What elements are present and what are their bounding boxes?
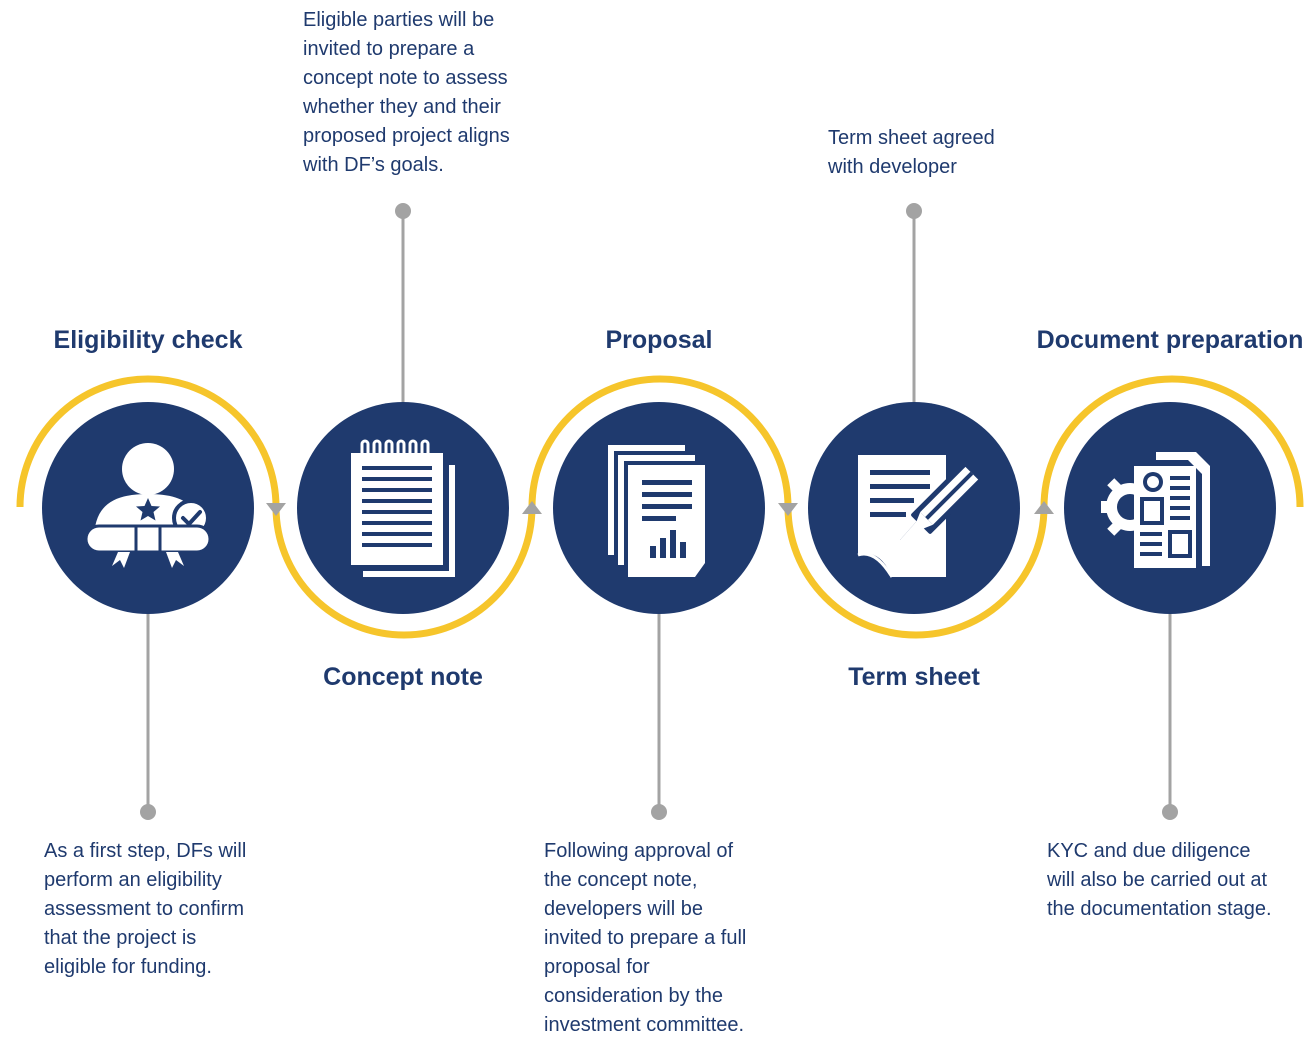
contract-signing-icon xyxy=(857,455,985,578)
connector-dot xyxy=(651,804,667,820)
flow-arcs xyxy=(16,375,1304,639)
step-title-document-preparation: Document preparation xyxy=(1036,326,1304,354)
description-line: developers will be xyxy=(544,898,703,920)
step-title-proposal: Proposal xyxy=(605,326,713,354)
step-title-concept-note: Concept note xyxy=(323,663,483,691)
notepad-icon xyxy=(351,439,455,577)
description-line: concept note to assess xyxy=(303,67,508,89)
arc-document-preparation xyxy=(1040,375,1304,508)
step-description-proposal: Following approval of the concept note, … xyxy=(544,837,746,1040)
description-line: Eligible parties will be xyxy=(303,9,495,31)
description-line: proposal for xyxy=(544,956,650,978)
document-gear-icon xyxy=(1101,452,1210,572)
arc-proposal xyxy=(528,375,792,508)
step-description-concept-note: Eligible parties will be invited to prep… xyxy=(303,6,510,180)
description-line: invited to prepare a xyxy=(303,38,475,60)
description-line: perform an eligibility xyxy=(44,869,222,891)
description-line: Following approval of xyxy=(544,840,733,862)
arrow-down-icon xyxy=(266,503,286,516)
connector-dot xyxy=(1162,804,1178,820)
description-line: KYC and due diligence xyxy=(1047,840,1251,862)
arrow-up-icon xyxy=(522,501,542,514)
arc-term-sheet xyxy=(784,506,1048,639)
step-description-eligibility-check: As a first step, DFs will perform an eli… xyxy=(44,837,246,982)
report-chart-icon xyxy=(608,445,705,577)
connector-dot xyxy=(140,804,156,820)
connector-dot xyxy=(906,203,922,219)
description-line: invited to prepare a full xyxy=(544,927,747,949)
connector-dot xyxy=(395,203,411,219)
description-line: that the project is xyxy=(44,927,197,949)
arrow-down-icon xyxy=(778,503,798,516)
description-line: As a first step, DFs will xyxy=(44,840,247,862)
description-line: consideration by the xyxy=(544,985,724,1007)
description-line: the documentation stage. xyxy=(1047,898,1272,920)
arc-eligibility-check xyxy=(16,375,280,508)
description-line: investment committee. xyxy=(544,1014,745,1036)
description-line: proposed project aligns xyxy=(303,125,510,147)
arrow-up-icon xyxy=(1034,501,1054,514)
description-line: with DF’s goals. xyxy=(303,154,444,176)
step-description-term-sheet: Term sheet agreed with developer xyxy=(828,124,995,182)
description-line: eligible for funding. xyxy=(44,956,212,978)
step-title-term-sheet: Term sheet xyxy=(848,663,980,691)
step-title-eligibility-check: Eligibility check xyxy=(53,326,243,354)
description-line: assessment to confirm xyxy=(44,898,245,920)
description-line: with developer xyxy=(828,156,957,178)
description-line: whether they and their xyxy=(303,96,501,118)
user-certificate-icon xyxy=(84,443,212,568)
description-line: will also be carried out at xyxy=(1047,869,1268,891)
arc-concept-note xyxy=(272,506,536,639)
description-line: the concept note, xyxy=(544,869,698,891)
description-line: Term sheet agreed xyxy=(828,127,995,149)
step-description-document-preparation: KYC and due diligence will also be carri… xyxy=(1047,837,1272,924)
